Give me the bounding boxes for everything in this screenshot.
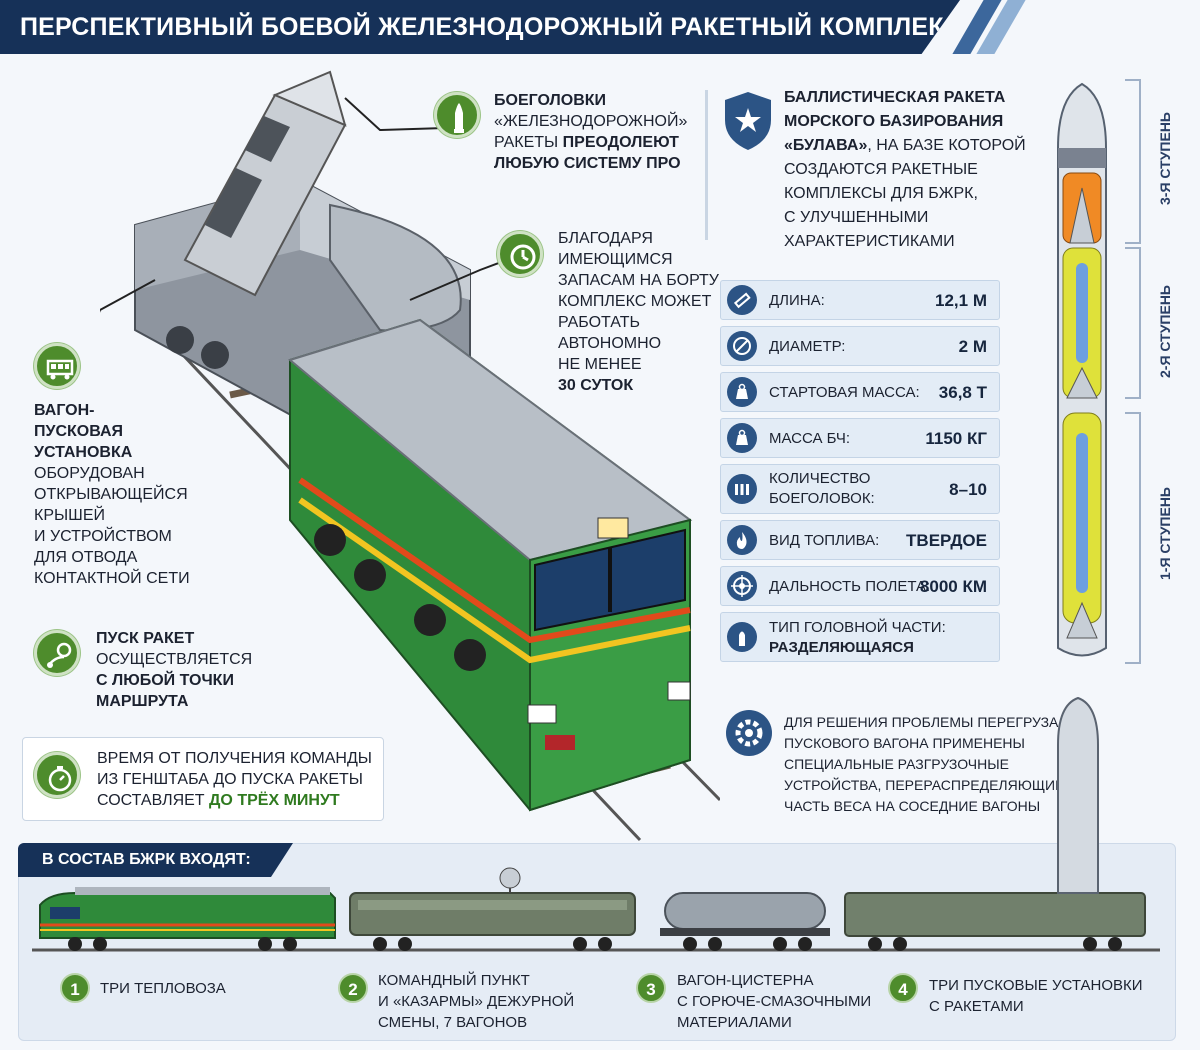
- stage-2-label: 2-Я СТУПЕНЬ: [1157, 285, 1173, 378]
- composition-number: 2: [338, 973, 368, 1003]
- locomotive-stripes: [298, 477, 691, 664]
- bulava-text: БАЛЛИСТИЧЕСКАЯ РАКЕТА МОРСКОГО БАЗИРОВАН…: [784, 89, 1026, 250]
- stopwatch-icon: [34, 752, 80, 798]
- composition-item: ВАГОН-ЦИСТЕРНА С ГОРЮЧЕ-СМАЗОЧНЫМИ МАТЕР…: [677, 972, 872, 1031]
- diameter-icon: [727, 331, 757, 361]
- composition-title: В СОСТАВ БЖРК ВХОДЯТ:: [18, 843, 293, 877]
- headlight: [597, 517, 629, 539]
- spec-row: ДЛИНА: 12,1 М: [720, 280, 1000, 320]
- command-wagon: [349, 867, 636, 951]
- launch-time-text: ВРЕМЯ ОТ ПОЛУЧЕНИЯ КОМАНДЫ ИЗ ГЕНШТАБА Д…: [97, 750, 372, 809]
- launcher-wagon: [844, 696, 1146, 951]
- ruler-icon: [727, 285, 757, 315]
- route-icon: [34, 630, 80, 676]
- divider: [705, 90, 708, 240]
- buffer-light: [545, 735, 575, 750]
- spec-row: СТАРТОВАЯ МАССА: 36,8 Т: [720, 372, 1000, 412]
- autonomy-text: БЛАГОДАРЯ ИМЕЮЩИМСЯ ЗАПАСАМ НА БОРТУ КОМ…: [558, 230, 719, 394]
- composition-train: [32, 696, 1160, 952]
- title-bar: ПЕРСПЕКТИВНЫЙ БОЕВОЙ ЖЕЛЕЗНОДОРОЖНЫЙ РАК…: [0, 0, 960, 54]
- target-icon: [727, 571, 757, 601]
- spec-row: МАССА БЧ: 1150 КГ: [720, 418, 1000, 458]
- tank-wagon: [660, 892, 830, 951]
- warhead-icon: [727, 622, 757, 652]
- locomotive-wheels: [314, 524, 486, 671]
- overload-text: ДЛЯ РЕШЕНИЯ ПРОБЛЕМЫ ПЕРЕГРУЗА ПУСКОВОГО…: [784, 714, 1065, 814]
- composition-item: КОМАНДНЫЙ ПУНКТ И «КАЗАРМЫ» ДЕЖУРНОЙ СМЕ…: [378, 972, 575, 1031]
- gear-icon: [726, 710, 772, 756]
- spec-row: ВИД ТОПЛИВА: ТВЕРДОЕ: [720, 520, 1000, 560]
- composition-number: 1: [60, 973, 90, 1003]
- headlight: [667, 681, 691, 701]
- shield-icon: [725, 92, 771, 150]
- spec-row: ТИП ГОЛОВНОЙ ЧАСТИ: РАЗДЕЛЯЮЩАЯСЯ: [720, 612, 1000, 662]
- composition-number: 4: [888, 973, 918, 1003]
- wagon-icon: [34, 343, 80, 389]
- wagon-text: ВАГОН- ПУСКОВАЯ УСТАНОВКА ОБОРУДОВАН ОТК…: [34, 402, 190, 587]
- warheads-icon: [727, 474, 757, 504]
- composition-item: ТРИ ТЕПЛОВОЗА: [100, 980, 226, 997]
- spec-row: КОЛИЧЕСТВО БОЕГОЛОВОК: 8–10: [720, 464, 1000, 514]
- headlight: [527, 704, 557, 724]
- missile-in-wagon: [183, 70, 347, 297]
- stage-3-label: 3-Я СТУПЕНЬ: [1157, 112, 1173, 205]
- spec-row: ДАЛЬНОСТЬ ПОЛЕТА: 8000 КМ: [720, 566, 1000, 606]
- launch-time-box: [22, 737, 384, 821]
- composition-number: 3: [636, 973, 666, 1003]
- spec-row: ДИАМЕТР: 2 М: [720, 326, 1000, 366]
- missile-cutaway: [1057, 79, 1141, 664]
- flame-icon: [727, 525, 757, 555]
- timer-icon: [497, 231, 543, 277]
- train-illustration: [100, 70, 720, 842]
- warhead-icon: [434, 92, 480, 138]
- page-title: ПЕРСПЕКТИВНЫЙ БОЕВОЙ ЖЕЛЕЗНОДОРОЖНЫЙ РАК…: [20, 13, 962, 41]
- stage-1-label: 1-Я СТУПЕНЬ: [1157, 487, 1173, 580]
- stage-brackets: [1125, 79, 1141, 664]
- weight-icon: [727, 377, 757, 407]
- composition-item: ТРИ ПУСКОВЫЕ УСТАНОВКИ С РАКЕТАМИ: [929, 977, 1143, 1015]
- locomotive-1: [39, 887, 336, 951]
- launch-text: ПУСК РАКЕТ ОСУЩЕСТВЛЯЕТСЯ С ЛЮБОЙ ТОЧКИ …: [96, 630, 253, 710]
- warheads-text: БОЕГОЛОВКИ «ЖЕЛЕЗНОДОРОЖНОЙ» РАКЕТЫ ПРЕО…: [494, 92, 688, 172]
- weight-icon: [727, 423, 757, 453]
